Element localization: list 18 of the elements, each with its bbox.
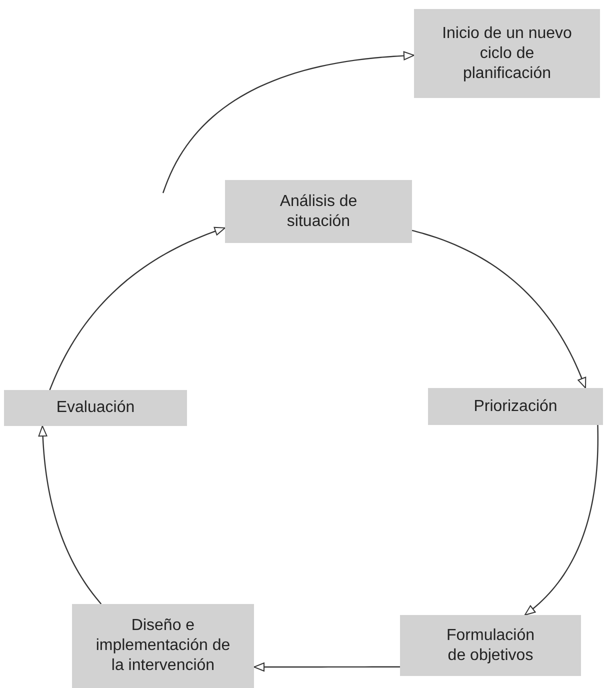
step-label: Evaluación bbox=[56, 398, 135, 418]
arrow bbox=[412, 230, 586, 388]
step-label: Diseño e implementación de la intervención bbox=[94, 616, 232, 676]
step-box bbox=[72, 604, 254, 688]
arrow bbox=[254, 662, 400, 672]
arrow bbox=[49, 226, 226, 390]
arrow bbox=[524, 425, 598, 616]
step-label: Priorización bbox=[474, 396, 558, 416]
arrow bbox=[38, 426, 102, 604]
step-box bbox=[428, 388, 603, 425]
step-label: Análisis de situación bbox=[278, 192, 358, 232]
step-box bbox=[414, 9, 600, 98]
step-label: Formulación de objetivos bbox=[445, 626, 536, 666]
step-box bbox=[400, 615, 581, 676]
step-box bbox=[4, 390, 187, 426]
step-label: Inicio de un nuevo ciclo de planificación bbox=[441, 24, 573, 84]
step-box bbox=[225, 180, 412, 243]
arrow bbox=[162, 51, 414, 194]
